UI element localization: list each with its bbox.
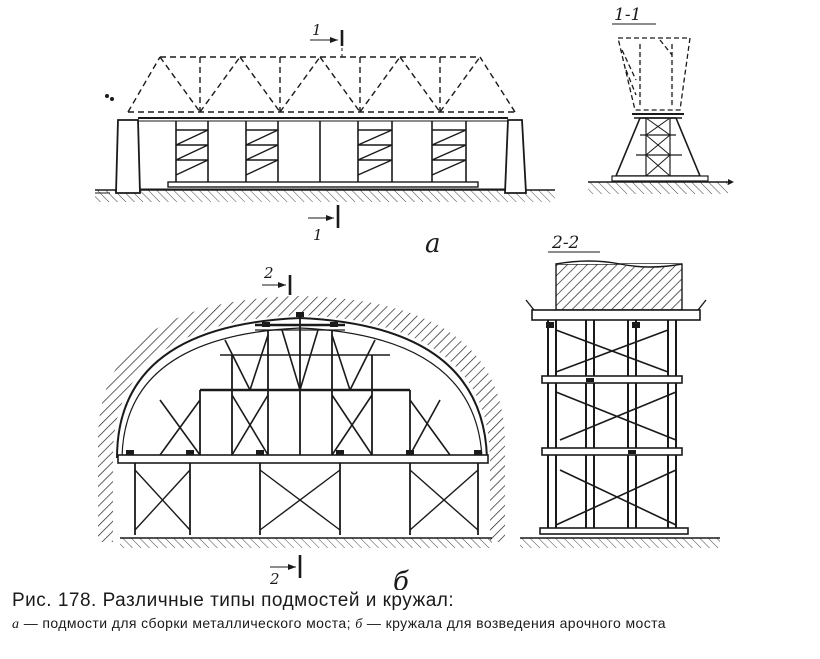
tower-bracing (175, 129, 467, 176)
panel-b-arch-centering (98, 275, 505, 578)
section-2-top-label: 2 (263, 264, 274, 282)
caption-a-letter: а (12, 617, 20, 632)
panel-a-bridge-scaffolding (95, 30, 555, 228)
ground-hatching (95, 190, 555, 202)
scaffold-posts (175, 121, 467, 182)
panel-b-label: б (393, 567, 409, 590)
section-2-bottom-label: 2 (269, 570, 280, 588)
right-abutment (504, 119, 527, 194)
caption-b-text: — кружала для возведения арочного моста (362, 615, 666, 631)
dashed-truss (127, 56, 516, 113)
section-1-1-label: 1-1 (614, 5, 641, 25)
caption-b-letter: б (355, 617, 363, 632)
section-2-2-view (520, 260, 720, 548)
arch-masonry-hatching (98, 296, 505, 542)
section-1-bottom-label: 1 (313, 226, 323, 244)
left-abutment (115, 119, 141, 194)
panel-a-label: а (425, 229, 441, 259)
section-2-2-label: 2-2 (551, 233, 579, 253)
caption-text: а — подмости для сборки металлического м… (12, 615, 812, 633)
section-1-1-view (588, 37, 734, 194)
caption-title: Рис. 178. Различные типы подмостей и кру… (12, 590, 455, 611)
figure-178-drawing: 1 1 а 1-1 (95, 5, 734, 590)
caption-a-text: — подмости для сборки металлического мос… (19, 615, 356, 631)
section-1-top-label: 1 (312, 21, 322, 39)
figure-caption: Рис. 178. Различные типы подмостей и кру… (12, 590, 812, 633)
